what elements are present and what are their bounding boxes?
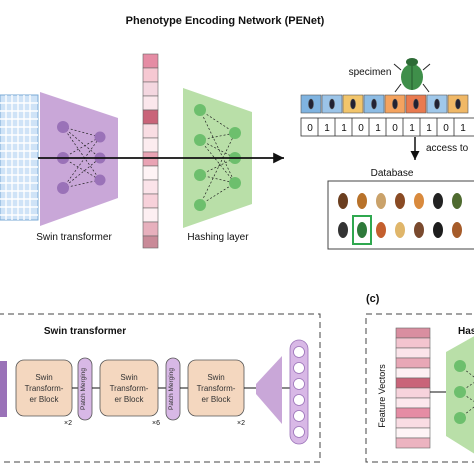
svg-text:Swin: Swin <box>120 373 137 382</box>
hash-bit: 0 <box>443 123 449 134</box>
feature-vectors-label: Feature Vectors <box>377 364 387 428</box>
feature-vector-bar <box>143 54 158 248</box>
swin-transformer-label: Swin transformer <box>36 232 112 243</box>
hash-code-row: 0 1 1 0 1 0 1 1 0 1 <box>301 118 474 136</box>
svg-text:Swin: Swin <box>35 373 52 382</box>
patch-merging-1: Patch Merging <box>78 358 92 420</box>
hash-bit: 1 <box>460 123 466 134</box>
hash-bit: 1 <box>375 123 381 134</box>
hash-bit: 1 <box>426 123 432 134</box>
feature-vectors-bar <box>396 328 430 448</box>
block-multiplier: ×6 <box>152 420 160 427</box>
beetle-specimen-icon <box>394 58 430 92</box>
attention-heatmap-strip <box>301 95 468 113</box>
diagram-title: Phenotype Encoding Network (PENet) <box>126 15 325 27</box>
svg-text:Transform-: Transform- <box>197 384 236 393</box>
swin-block-2: Swin Transform- er Block <box>100 360 158 416</box>
svg-text:Patch Merging: Patch Merging <box>168 368 175 410</box>
database-label: Database <box>371 168 414 179</box>
hash-bit: 0 <box>358 123 364 134</box>
hash-bit: 1 <box>324 123 330 134</box>
hash-bit: 1 <box>409 123 415 134</box>
access-label: access to <box>426 143 469 154</box>
svg-text:er Block: er Block <box>30 395 60 404</box>
patch-merging-2: Patch Merging <box>166 358 180 420</box>
svg-text:Transform-: Transform- <box>110 384 149 393</box>
swin-output-vector <box>290 340 308 444</box>
hash-bit: 0 <box>307 123 313 134</box>
hashing-layer-label: Hashing layer <box>187 232 249 243</box>
hash-bit: 0 <box>392 123 398 134</box>
hashing-layer-partial <box>446 334 474 456</box>
svg-text:Transform-: Transform- <box>25 384 64 393</box>
specimen-label: specimen <box>349 67 392 78</box>
block-multiplier: ×2 <box>64 420 72 427</box>
swin-panel-title: Swin transformer <box>44 326 126 337</box>
input-image-grid <box>0 95 38 220</box>
input-embedding-edge <box>0 361 7 417</box>
svg-text:Patch Merging: Patch Merging <box>80 368 87 410</box>
swin-block-1: Swin Transform- er Block <box>16 360 72 416</box>
svg-text:Swin: Swin <box>207 373 224 382</box>
swin-block-3: Swin Transform- er Block <box>188 360 244 416</box>
block-multiplier: ×2 <box>237 420 245 427</box>
panel-tag-c: (c) <box>366 293 380 305</box>
swin-output-trapezoid <box>256 356 282 424</box>
swin-transformer-trapezoid <box>40 92 118 226</box>
hashing-panel-title: Has <box>458 326 474 337</box>
hash-bit: 1 <box>341 123 347 134</box>
svg-text:er Block: er Block <box>115 395 145 404</box>
database-box <box>328 181 474 249</box>
svg-text:er Block: er Block <box>202 395 232 404</box>
